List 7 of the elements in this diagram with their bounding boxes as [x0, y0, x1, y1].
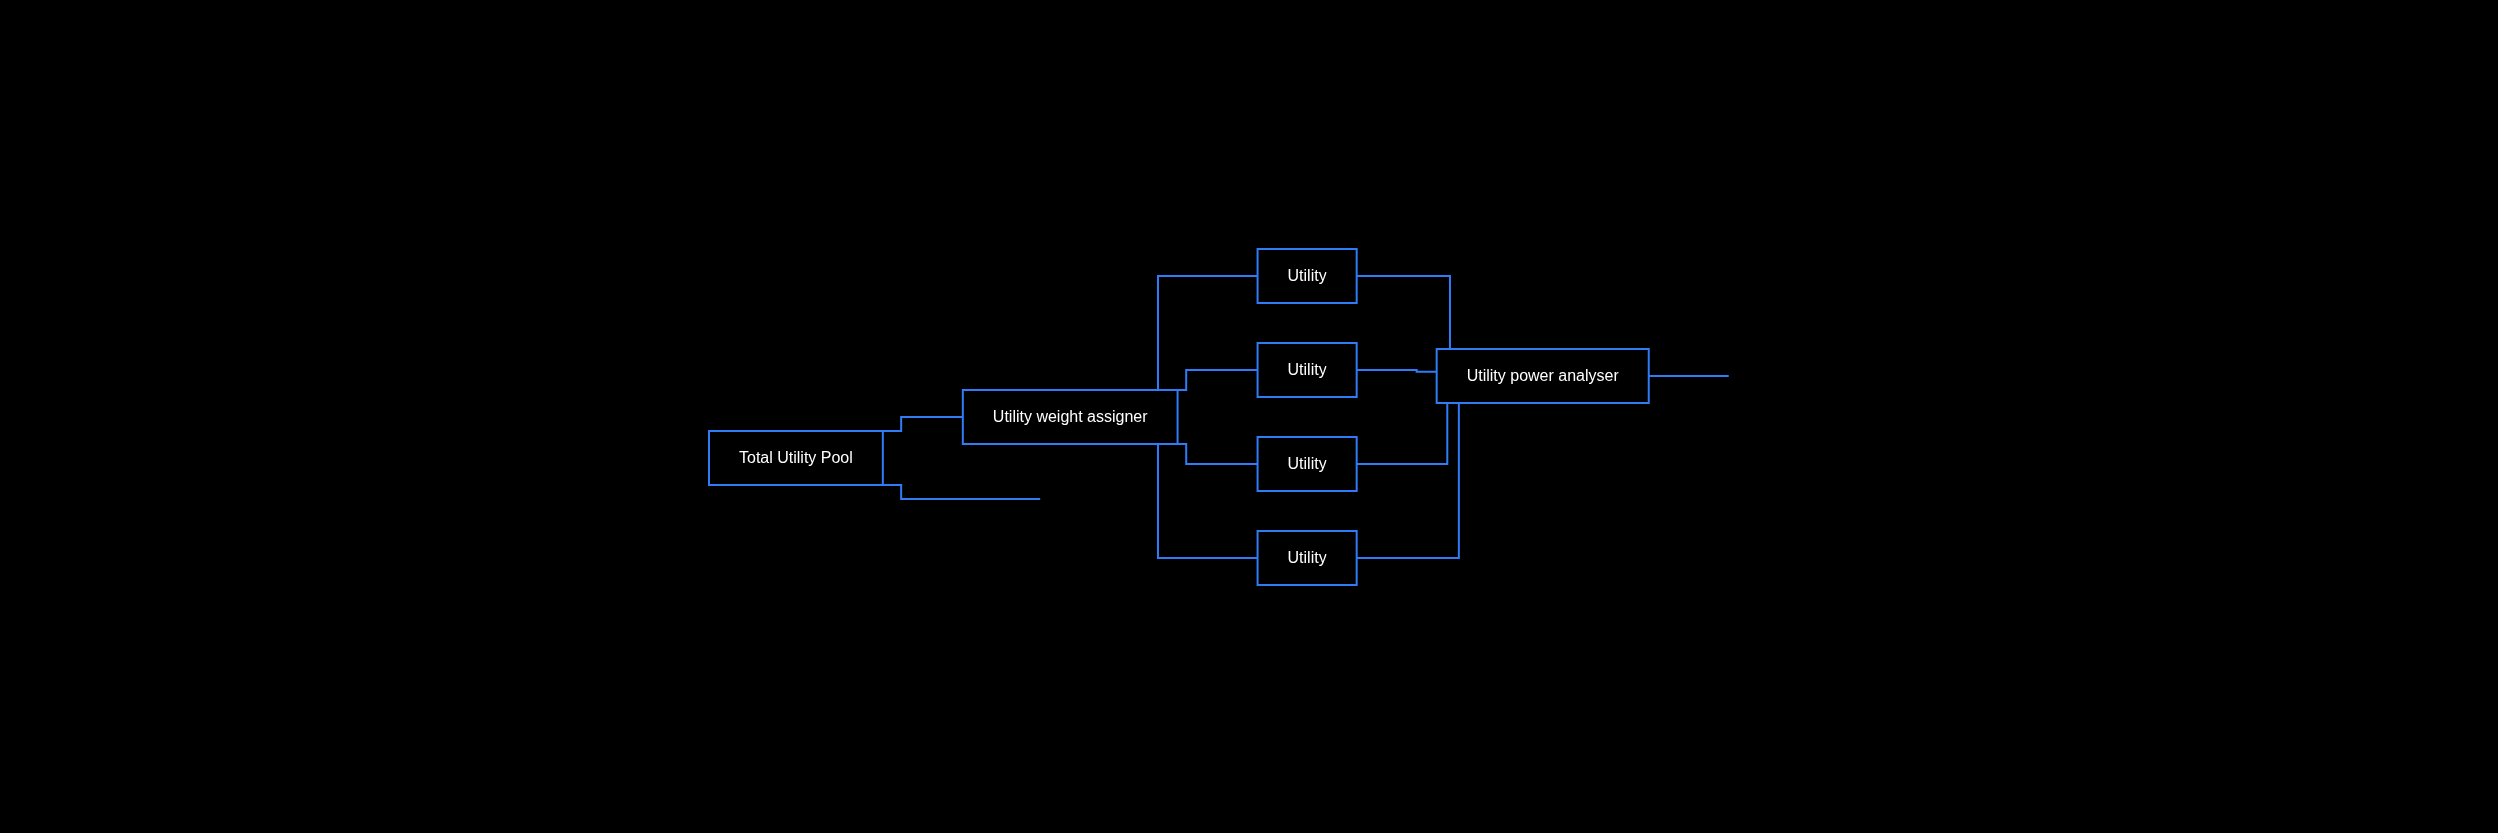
node-box: Utility power analyser — [1435, 347, 1650, 404]
node-box: Utility — [1256, 435, 1358, 492]
node-box: Utility weight assigner — [961, 388, 1179, 445]
node-box: Total Utility Pool — [708, 429, 884, 486]
node-box: Utility — [1256, 247, 1358, 304]
node-box: Utility — [1256, 529, 1358, 586]
node-box: Utility — [1256, 341, 1358, 398]
